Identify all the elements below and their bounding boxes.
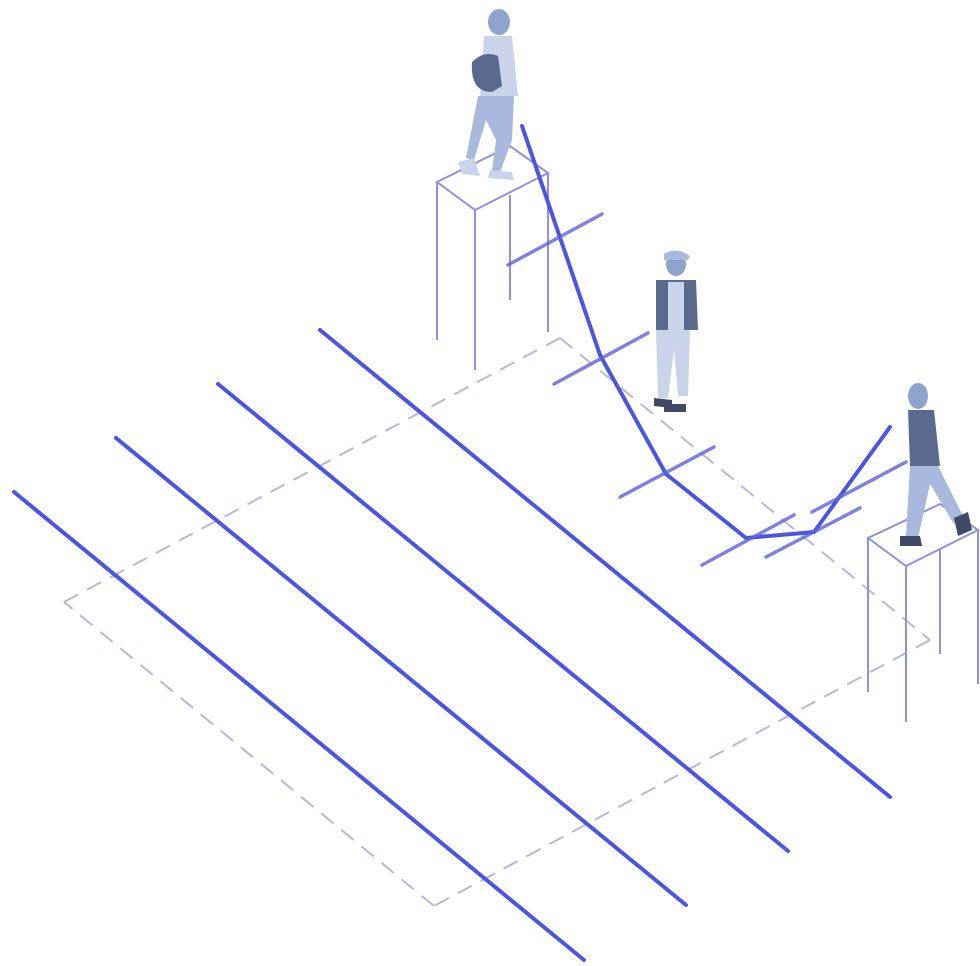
cross-bars <box>506 212 908 567</box>
cross-bar-6 <box>810 460 908 514</box>
rod-3 <box>216 382 790 853</box>
cross-bar-4 <box>700 513 796 567</box>
person-walking-backpack <box>458 9 518 180</box>
zigzag-rod <box>520 124 892 540</box>
parallel-rods <box>12 328 892 962</box>
dashed-ground-outline <box>63 337 931 907</box>
cross-bar-5 <box>764 506 862 559</box>
cross-bar-3 <box>618 445 716 499</box>
rod-1 <box>12 490 586 962</box>
pedestal-left <box>435 144 550 370</box>
pedestal-right <box>866 502 980 722</box>
cross-bar-1 <box>506 212 604 267</box>
person-walking-tracksuit <box>900 383 972 546</box>
rod-2 <box>114 436 688 907</box>
cross-bar-2 <box>552 331 650 386</box>
person-standing-cap <box>654 250 698 412</box>
rod-4 <box>318 328 892 799</box>
